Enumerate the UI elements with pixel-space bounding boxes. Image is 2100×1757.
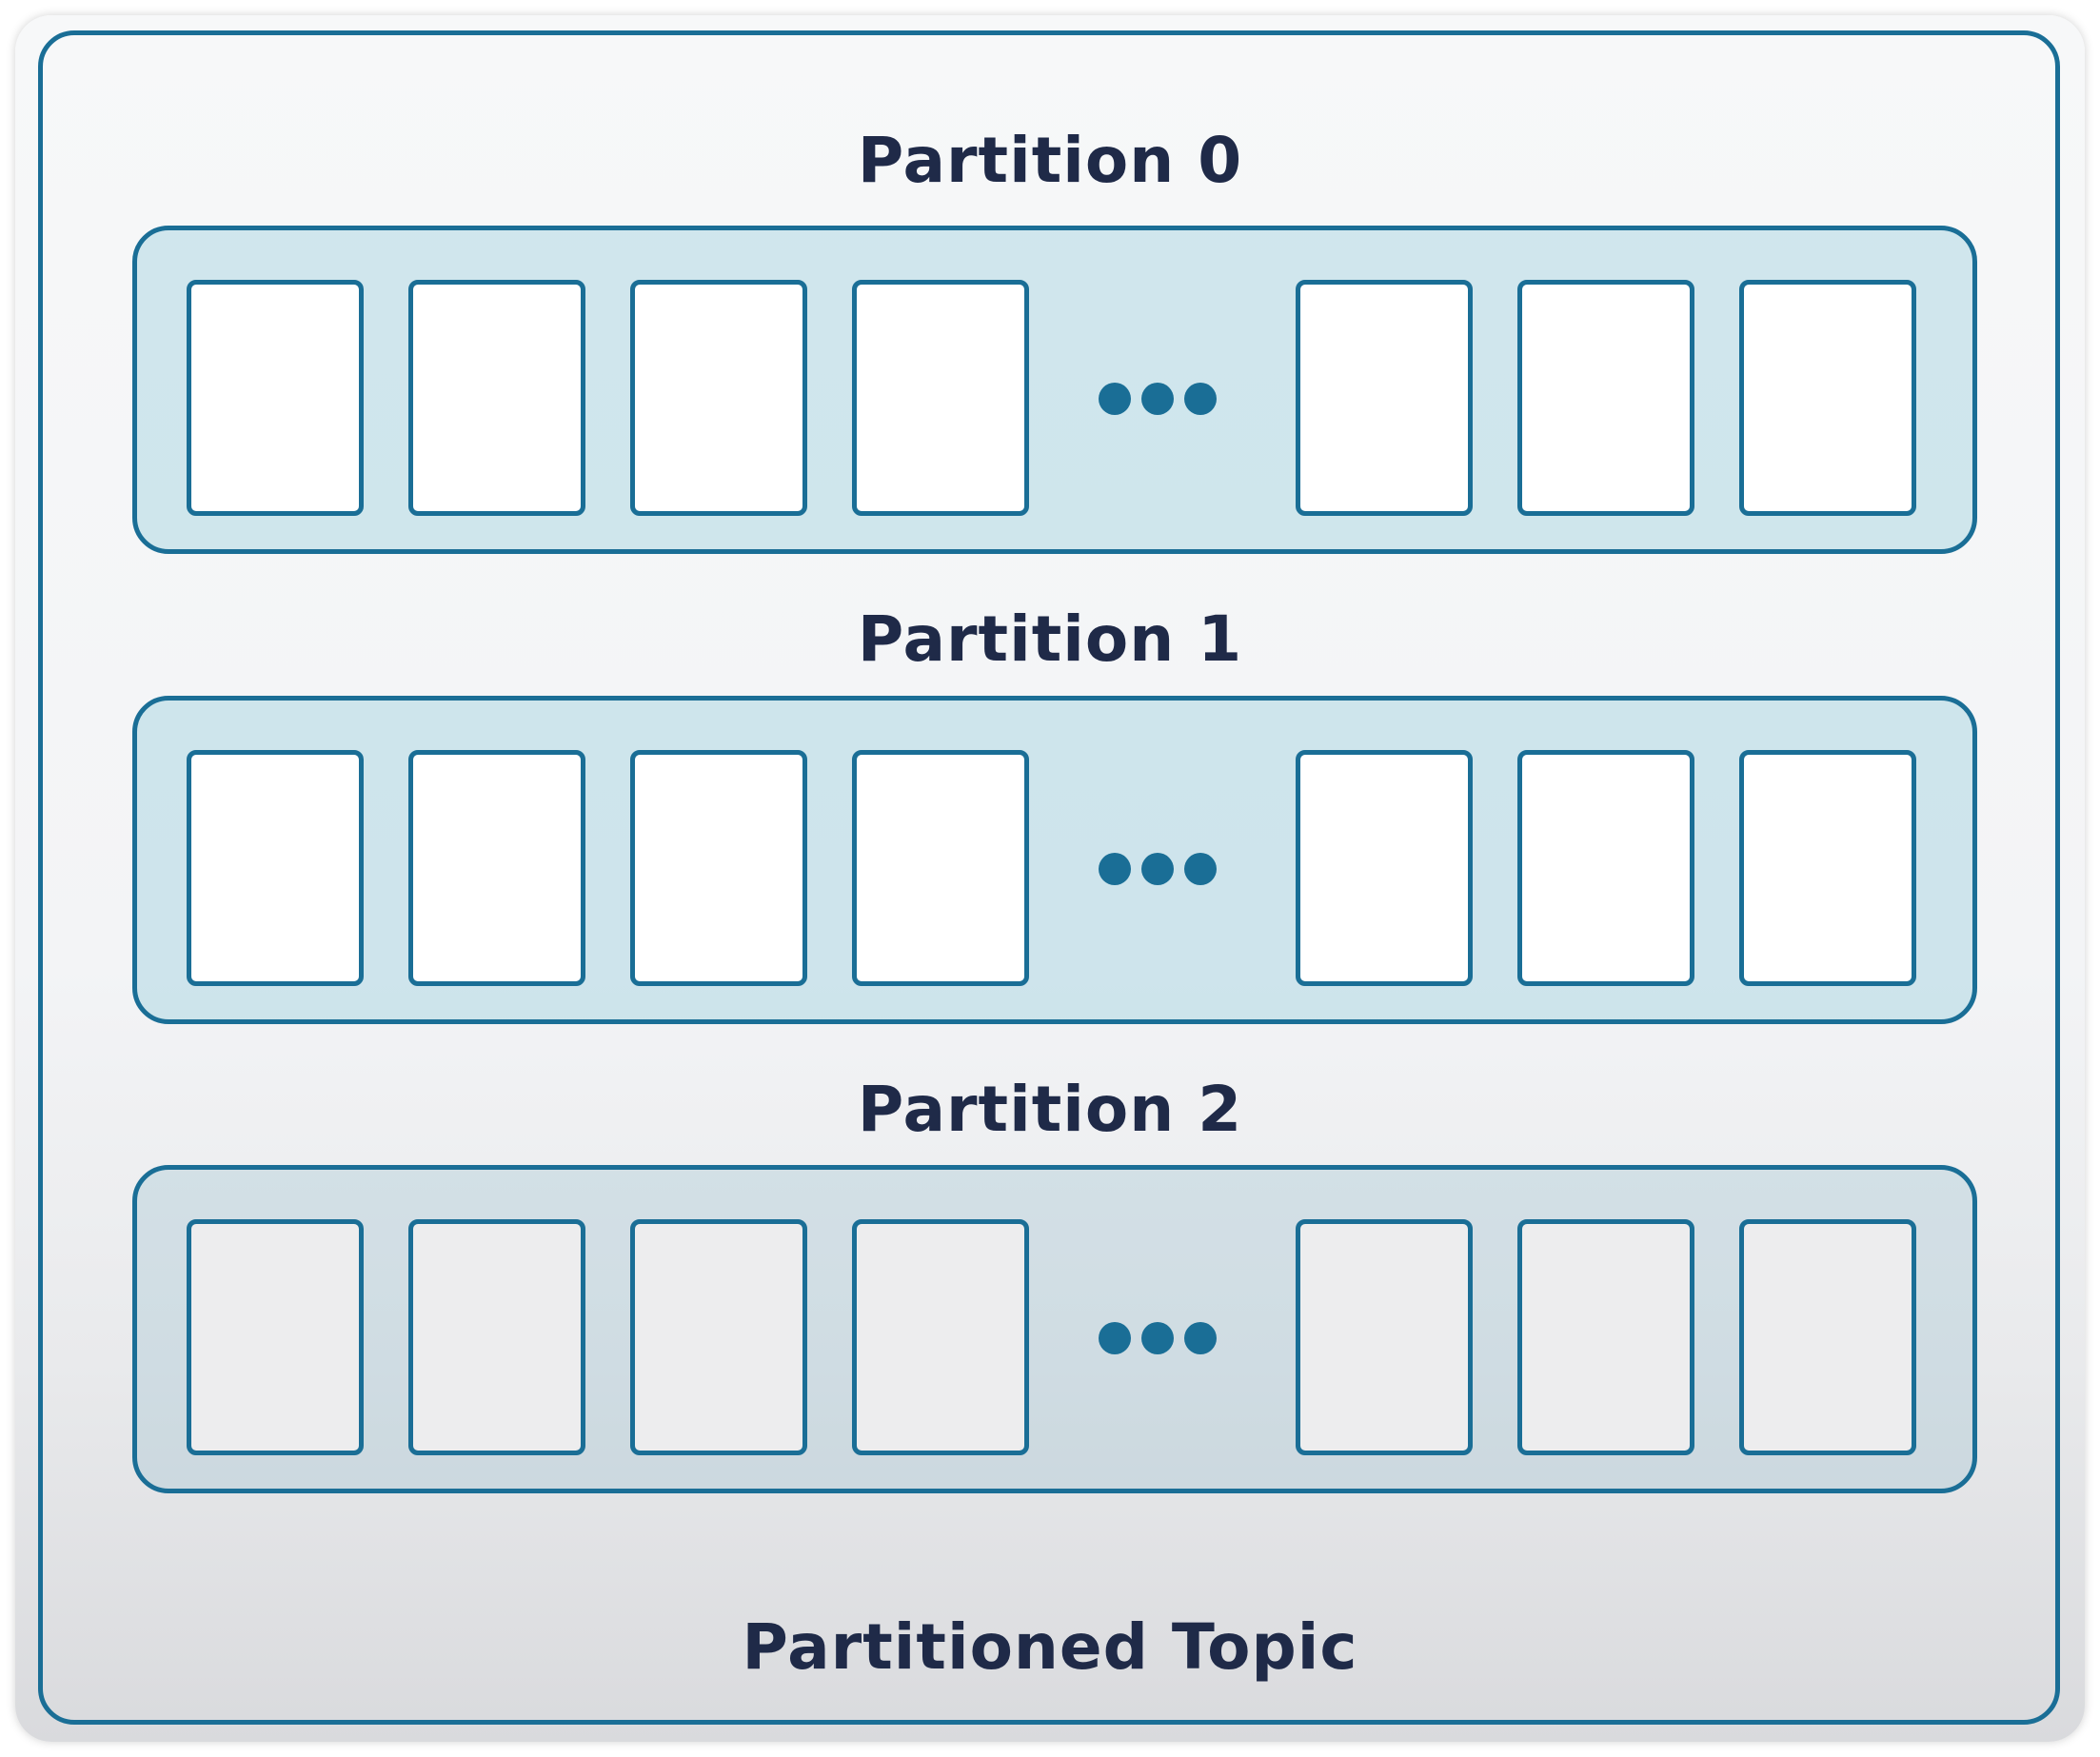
message-cell <box>852 280 1029 516</box>
message-cell <box>1296 1219 1473 1455</box>
ellipsis-icon <box>1099 383 1217 415</box>
ellipsis-icon <box>1099 1322 1217 1354</box>
ellipsis-icon <box>1099 853 1217 885</box>
topic-label: Partitioned Topic <box>742 1610 1358 1684</box>
message-cell <box>852 1219 1029 1455</box>
partition-track <box>132 1165 1977 1493</box>
message-cell <box>1517 750 1694 986</box>
message-cell <box>630 1219 807 1455</box>
partition-title: Partition 1 <box>857 602 1243 676</box>
message-cell <box>852 750 1029 986</box>
partition-track <box>132 226 1977 554</box>
message-cell <box>408 750 585 986</box>
message-cell <box>1739 750 1916 986</box>
message-cell <box>630 280 807 516</box>
message-cell <box>187 280 364 516</box>
message-cell <box>1296 750 1473 986</box>
message-cell <box>1739 280 1916 516</box>
message-cell <box>1739 1219 1916 1455</box>
message-cell <box>408 280 585 516</box>
message-cell <box>1517 280 1694 516</box>
partition-title: Partition 2 <box>857 1073 1243 1146</box>
message-cell <box>187 1219 364 1455</box>
partition-title: Partition 0 <box>857 124 1243 197</box>
partition-track <box>132 696 1977 1024</box>
message-cell <box>187 750 364 986</box>
message-cell <box>1517 1219 1694 1455</box>
partitioned-topic-container <box>38 30 2060 1725</box>
message-cell <box>408 1219 585 1455</box>
message-cell <box>630 750 807 986</box>
message-cell <box>1296 280 1473 516</box>
